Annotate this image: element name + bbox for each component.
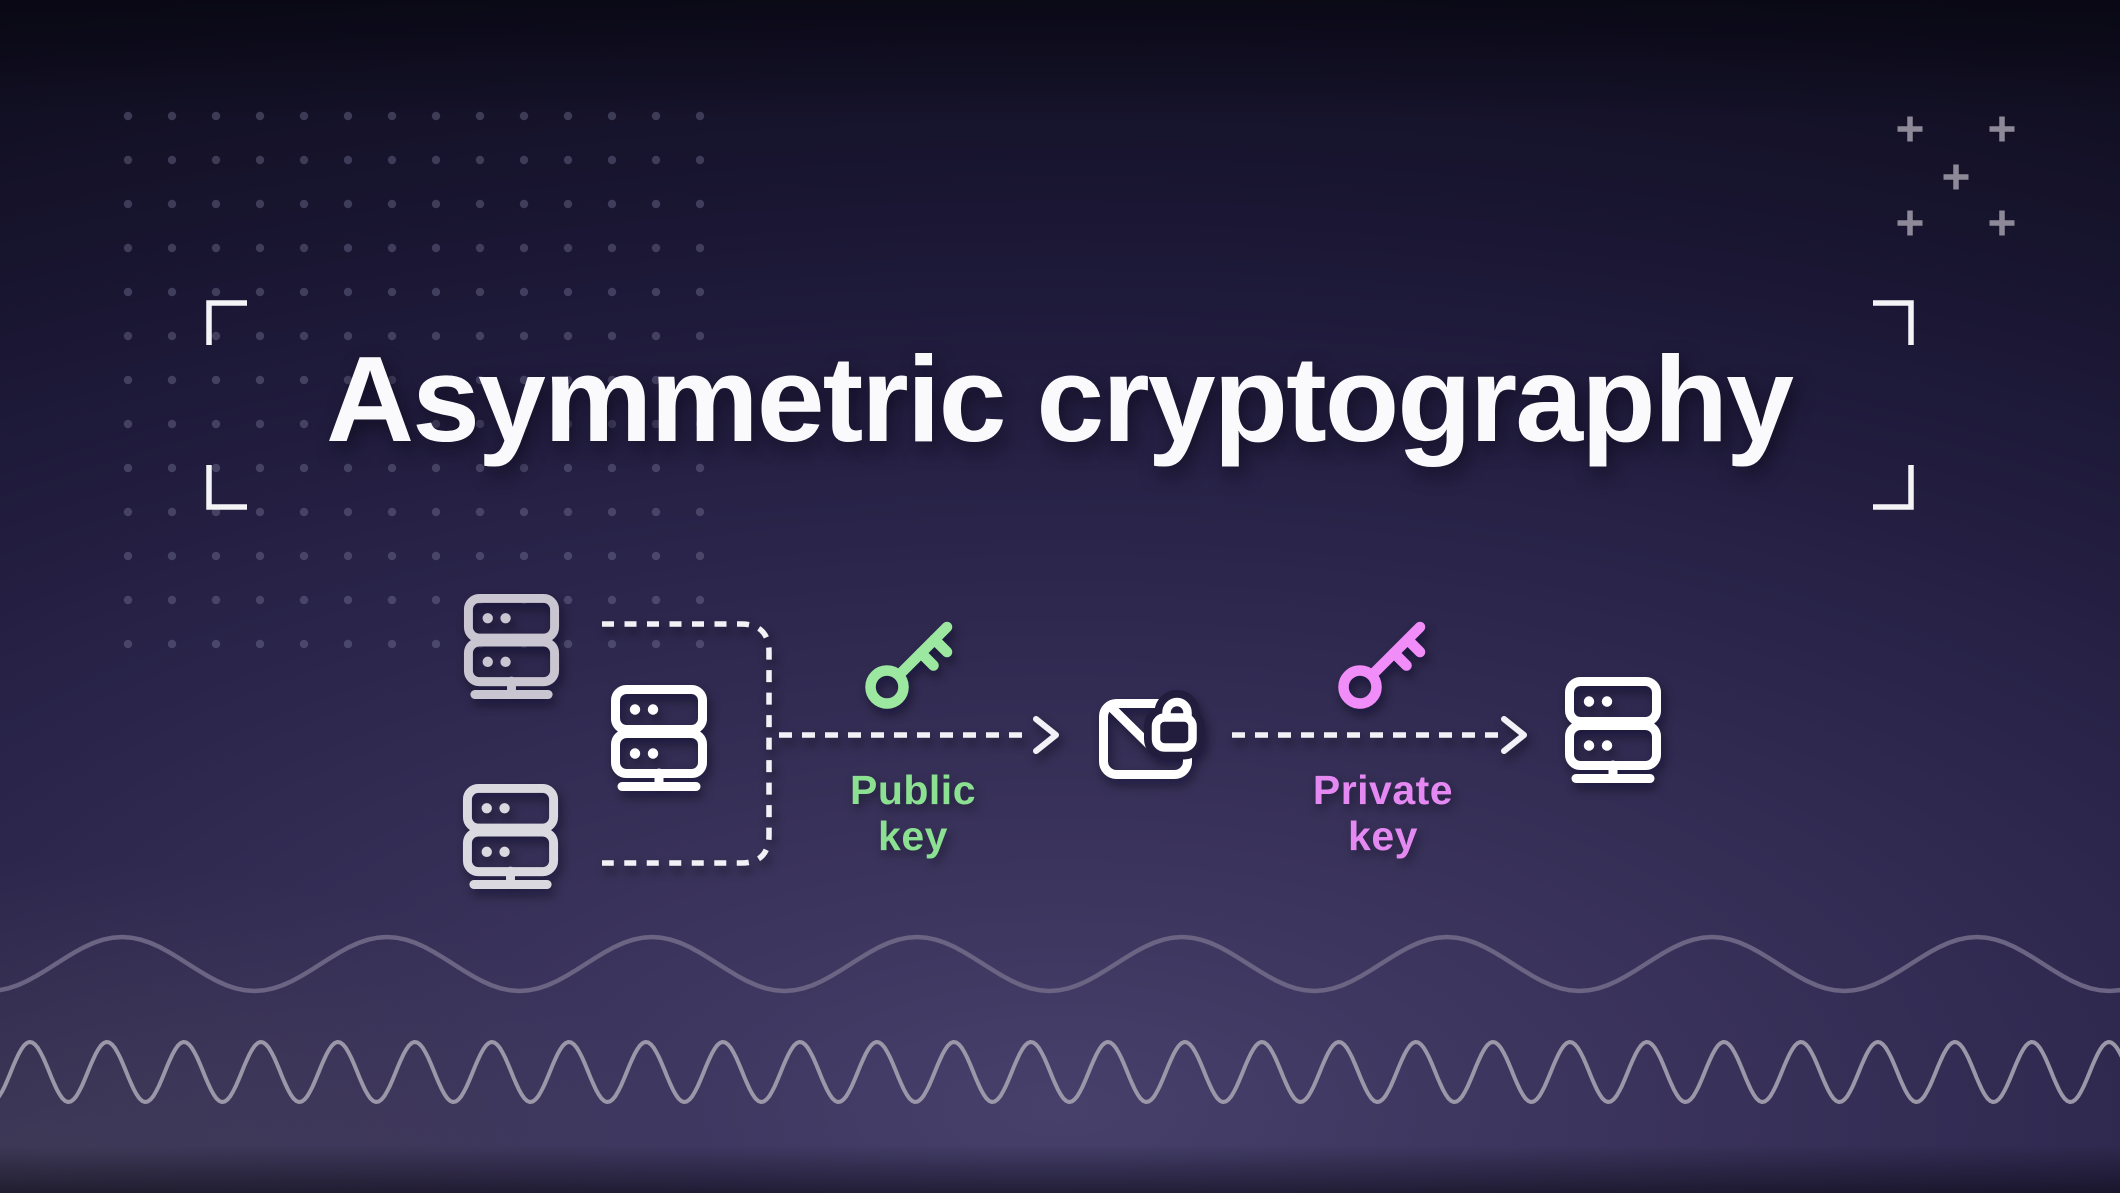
encrypted-mail-lock-icon xyxy=(1104,702,1193,775)
private-key-label: Private key xyxy=(1233,767,1533,859)
tight-wave xyxy=(0,1039,2120,1105)
public-key-label-line1: Public xyxy=(849,767,977,813)
private-key-arrow xyxy=(1232,716,1527,754)
bracket-bottom-right xyxy=(1873,465,1914,510)
private-key-label-line2: key xyxy=(1348,813,1418,859)
sender-server-bottom-icon xyxy=(467,788,553,884)
plus-marks xyxy=(1897,116,2015,236)
bracket-top-right xyxy=(1873,300,1914,345)
public-key-arrow xyxy=(779,716,1059,754)
gateway-server-icon xyxy=(616,690,703,787)
page-title: Asymmetric cryptography xyxy=(326,331,1794,467)
sender-server-top-icon xyxy=(468,598,554,694)
sound-waves xyxy=(0,934,2120,1105)
arrow-head-icon xyxy=(1033,716,1059,754)
bracket-bottom-left xyxy=(206,465,247,510)
bracket-top-left xyxy=(206,300,247,345)
encryption-flow-diagram xyxy=(467,598,1656,884)
title-frame-brackets xyxy=(206,300,1914,510)
public-key-icon xyxy=(871,627,948,704)
smooth-wave xyxy=(0,934,2120,994)
merge-dashed-connector xyxy=(602,621,772,866)
dot-grid-pattern xyxy=(123,111,705,649)
recipient-server-icon xyxy=(1570,682,1657,779)
arrow-head-icon xyxy=(1501,716,1527,754)
public-key-label-line2: key xyxy=(878,813,948,859)
private-key-label-line1: Private xyxy=(1312,767,1454,813)
public-key-label: Public key xyxy=(763,767,1063,859)
private-key-icon xyxy=(1344,627,1421,704)
